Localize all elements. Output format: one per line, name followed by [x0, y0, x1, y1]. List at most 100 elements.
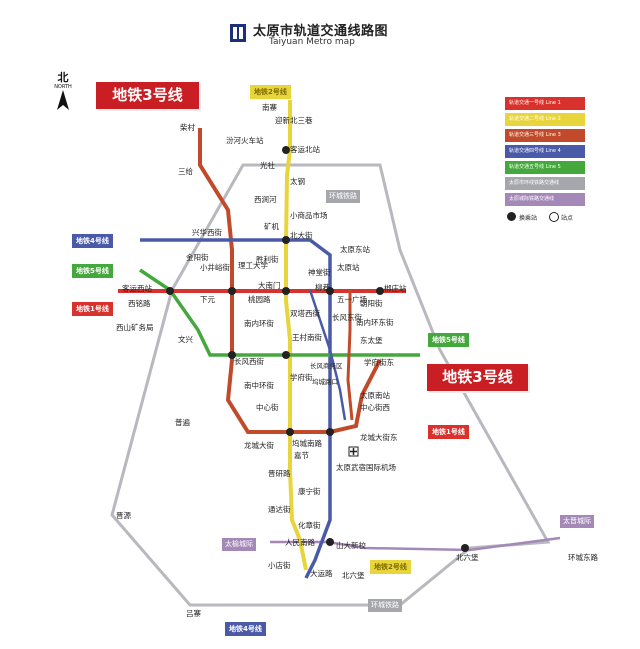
- station-label: 大运路: [310, 568, 333, 578]
- station-label: 太原东站: [340, 244, 370, 254]
- station-label: 太原站: [337, 262, 360, 272]
- station-label: 小商品市场: [290, 210, 328, 220]
- station-label: 学府街: [290, 372, 313, 382]
- transfer-station[interactable]: [166, 287, 174, 295]
- station-label: 三给: [178, 166, 193, 176]
- transfer-station[interactable]: [376, 287, 384, 295]
- station-label: 坞城路口: [312, 377, 338, 386]
- station-label: 坞城南路: [292, 438, 322, 448]
- transfer-station[interactable]: [326, 538, 334, 546]
- station-label: 兴华西街: [192, 227, 222, 237]
- station-label: 嘉节: [294, 450, 309, 460]
- transfer-station[interactable]: [282, 287, 290, 295]
- station-label: 学府街东: [364, 357, 394, 367]
- station-label: 长风东街: [332, 312, 362, 322]
- line4-badge-bottom: 地铁4号线: [225, 622, 266, 636]
- station-label: 迎新北三巷: [275, 115, 313, 125]
- station-label: 客运西站: [122, 283, 152, 293]
- ring-railway-line: [110, 163, 551, 607]
- intercity-label-right: 太晋城际: [560, 515, 594, 528]
- transfer-legend: 换乘站: [519, 215, 538, 222]
- intercity-label-left: 太榆城际: [222, 538, 256, 551]
- station-label: 南中环街: [244, 380, 274, 390]
- station-label: 长风商务区: [310, 361, 343, 370]
- station-label: 山大新校: [336, 540, 366, 550]
- station-label: 北六堡: [342, 570, 365, 580]
- station-legend: 站点: [561, 215, 574, 222]
- station-label: 环城东路: [568, 552, 598, 562]
- legend-item: 轨道交通一号线 Line 1: [505, 97, 585, 110]
- station-label: 文兴: [178, 334, 193, 344]
- station-label: 中心街: [256, 402, 279, 412]
- station-label: 柴村: [180, 122, 195, 132]
- station-label: 西涧河: [254, 195, 277, 204]
- legend-item: 轨道交通四号线 Line 4: [505, 145, 585, 158]
- transfer-station[interactable]: [461, 544, 469, 552]
- station-label: 长风西街: [234, 356, 264, 366]
- line2-badge-bottom: 地铁2号线: [370, 560, 411, 574]
- station-label: 王村南街: [292, 332, 322, 342]
- station-label: 五一广场: [337, 294, 367, 304]
- ring-railway-label-top: 环城铁路: [326, 190, 360, 203]
- line4-badge-left: 地铁4号线: [72, 234, 113, 248]
- line2-badge-top: 地铁2号线: [250, 85, 291, 99]
- line3-callout-top: 地铁3号线: [96, 82, 199, 109]
- station-label: 化章街: [298, 520, 321, 530]
- transfer-station[interactable]: [228, 287, 236, 295]
- transfer-station[interactable]: [282, 236, 290, 244]
- station-label: 下元: [200, 295, 215, 304]
- legend-item: 轨道交通五号线 Line 5: [505, 161, 585, 174]
- transfer-station[interactable]: [282, 351, 290, 359]
- station-label: 龙城大街东: [360, 432, 398, 442]
- station-label: 小井峪街: [200, 262, 230, 272]
- transfer-icon: [507, 212, 516, 221]
- station-label: 小店街: [268, 560, 291, 570]
- legend-item: 轨道交通三号线 Line 3: [505, 129, 585, 142]
- transfer-station[interactable]: [326, 287, 334, 295]
- station-label: 神堂街: [308, 267, 331, 277]
- station-label: 梆庄站: [384, 283, 407, 293]
- station-label: 康宁街: [298, 486, 321, 496]
- station-label: 胜利街: [256, 254, 279, 264]
- map-subtitle: Taiyuan Metro map: [269, 37, 355, 47]
- line5-badge-left: 地铁5号线: [72, 264, 113, 278]
- ring-railway-label-bottom: 环城铁路: [368, 599, 402, 612]
- station-label: 东太堡: [360, 335, 383, 345]
- station-label: 客运北站: [290, 144, 320, 154]
- station-label: 大南门: [258, 280, 281, 290]
- station-label: 光社: [260, 160, 275, 170]
- station-label: 南内环街: [244, 318, 274, 328]
- station-label: 南内环东街: [356, 317, 394, 327]
- transfer-station[interactable]: [228, 351, 236, 359]
- station-label: 北大街: [290, 230, 313, 240]
- station-label: 柳巷: [315, 282, 330, 292]
- legend-item: 太原市环线铁路交通线: [505, 177, 585, 190]
- station-label: 吕寨: [186, 608, 201, 618]
- station-label: 金阳街: [186, 252, 209, 262]
- station-label: 双塔西街: [290, 308, 320, 318]
- station-label: 龙城大街: [244, 440, 274, 450]
- station-label: 桃园路: [248, 294, 271, 304]
- station-label: 太原武宿国际机场: [336, 462, 396, 472]
- transfer-station[interactable]: [282, 146, 290, 154]
- station-label: 朝阳街: [360, 298, 383, 308]
- north-indicator: 北 NORTH: [50, 72, 76, 116]
- station-icon: [549, 212, 559, 222]
- station-label: 汾河火车站: [226, 135, 264, 145]
- legend-item: 轨道交通二号线 Line 2: [505, 113, 585, 126]
- line3-inner: [346, 290, 354, 421]
- line1-badge-left: 地铁1号线: [72, 302, 113, 316]
- station-label: 西山矿务局: [116, 322, 154, 332]
- station-label: 人民南路: [285, 537, 315, 547]
- station-label: 普遍: [175, 417, 190, 427]
- transfer-station[interactable]: [286, 428, 294, 436]
- intercity-line: [270, 536, 561, 552]
- north-arrow-icon: [57, 90, 69, 110]
- station-label: 晋研路: [268, 468, 291, 478]
- transfer-station[interactable]: [326, 428, 334, 436]
- station-label: 北六堡: [456, 552, 479, 562]
- metro-logo-icon: [230, 24, 246, 42]
- north-sub: NORTH: [54, 84, 72, 90]
- station-label: 太原南站: [360, 390, 390, 400]
